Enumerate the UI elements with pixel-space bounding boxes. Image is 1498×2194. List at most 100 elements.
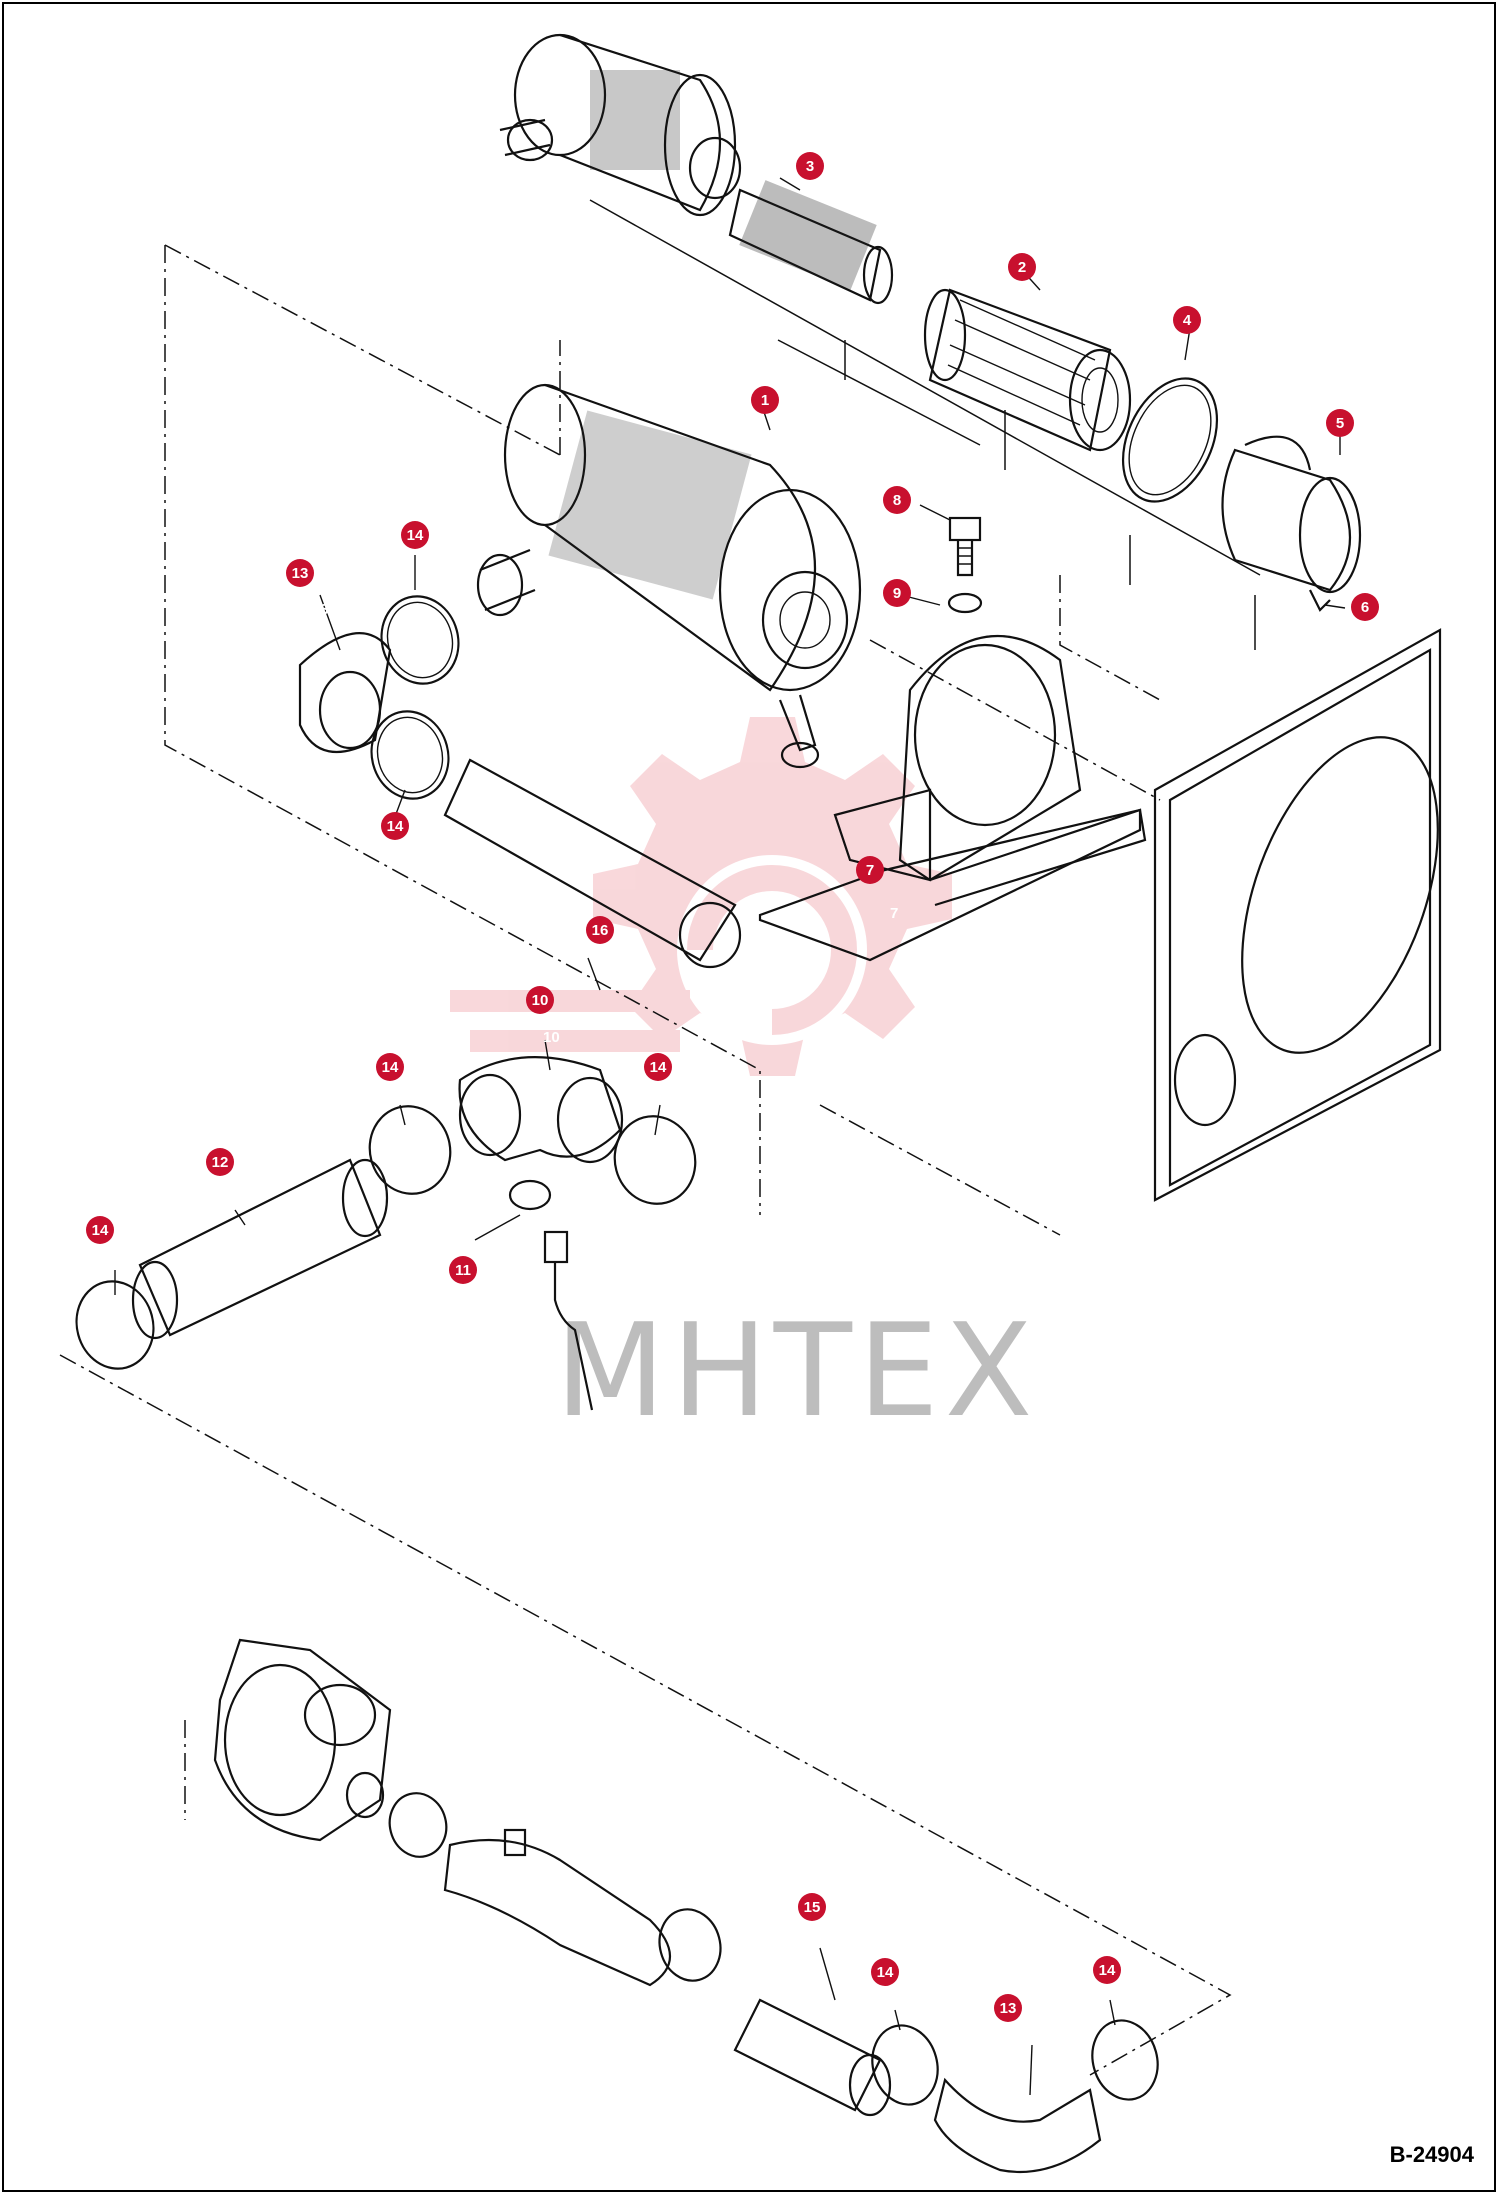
callout-disc — [381, 812, 409, 840]
callout-label: 13 — [292, 565, 309, 582]
callout-13: 13 13 — [286, 559, 329, 618]
callout-label: 11 — [455, 1262, 471, 1279]
callout-8: 88 — [883, 486, 918, 534]
drawing-number: B-24904 — [1389, 2142, 1474, 2167]
callout-disc — [376, 1053, 404, 1081]
callout-4: 44 — [1173, 306, 1201, 356]
callout-label: 9 — [893, 585, 901, 602]
callout-9: 99 — [883, 579, 913, 624]
callout-label: 14 — [387, 818, 404, 835]
mounting-bracket — [833, 635, 1147, 907]
callout-2: 2 — [1008, 253, 1036, 281]
callout-label: 12 — [212, 1154, 229, 1171]
callout-label: 4 — [1183, 312, 1192, 329]
callout-label: 14 — [407, 527, 424, 544]
item-number: 15 — [818, 1933, 835, 1950]
callouts: 1123344556677889910101111121213131414141… — [86, 152, 1379, 2046]
callout-disc — [86, 1216, 114, 1244]
callout-14: 14 14 — [376, 1053, 412, 1104]
callout-disc — [856, 856, 884, 884]
item-number: 16 — [602, 959, 619, 976]
air-tube — [75, 1158, 389, 1370]
callout-14: 14 14 — [871, 1958, 907, 2009]
callout-label: 2 — [1018, 259, 1026, 276]
assembly-lines — [59, 199, 1261, 2076]
callout-6: 66 — [1322, 593, 1379, 632]
callout-label: 7 — [866, 862, 874, 879]
callout-label: 14 — [877, 1964, 894, 1981]
callout-disc — [644, 1053, 672, 1081]
item-number: 14 — [662, 1087, 679, 1104]
item-number: 12 — [232, 1182, 249, 1199]
callout-disc — [401, 521, 429, 549]
callout-label: 13 — [1000, 2000, 1017, 2017]
callout-label: 14 — [382, 1059, 399, 1076]
callout-label: 6 — [1361, 599, 1369, 616]
item-number: 3 — [826, 183, 834, 200]
flat-washer — [947, 592, 983, 614]
item-number: 6 — [1322, 615, 1330, 632]
end-cover — [1221, 435, 1362, 612]
callout-disc — [586, 916, 614, 944]
callout-label: 3 — [806, 158, 814, 175]
callout-disc — [751, 386, 779, 414]
callout-14: 14 14 — [86, 1216, 121, 1272]
item-number: 9 — [905, 607, 913, 624]
callout-disc — [206, 1148, 234, 1176]
item-number: 13 — [312, 601, 329, 618]
item-number: 8 — [910, 517, 918, 534]
upper-clamps-and-hoses — [298, 595, 742, 969]
item-number: 11 — [472, 1293, 488, 1310]
item-number: 14 — [890, 1992, 907, 2009]
callout-disc — [994, 1994, 1022, 2022]
callout-14: 14 — [381, 812, 409, 840]
callout-label: 16 — [592, 922, 609, 939]
item-number: 14 — [104, 1255, 121, 1272]
inner-filter-element — [728, 180, 894, 305]
outer-filter-element — [923, 288, 1132, 452]
callout-disc — [526, 986, 554, 1014]
watermark-gear-icon — [450, 717, 952, 1076]
item-number: 14 — [1112, 1992, 1129, 2009]
main-air-cleaner-housing — [476, 383, 862, 769]
item-number: 7 — [890, 905, 898, 922]
seal-ring — [1121, 377, 1219, 503]
item-number: 14 — [395, 1087, 412, 1104]
callout-disc — [1351, 593, 1379, 621]
callout-5: 55 — [1326, 409, 1356, 456]
callout-14: 14 14 — [401, 521, 437, 574]
callout-3: 33 — [796, 152, 834, 200]
leader-lines — [114, 177, 1346, 2096]
callout-1: 11 — [751, 386, 779, 434]
item-number: 10 — [543, 1029, 560, 1046]
callout-label: 5 — [1336, 415, 1344, 432]
callout-disc — [1008, 253, 1036, 281]
lower-intake-assembly — [213, 1638, 1159, 2174]
callout-disc — [286, 559, 314, 587]
callout-label: 14 — [92, 1222, 109, 1239]
callout-disc — [883, 486, 911, 514]
item-number: 14 — [420, 557, 437, 574]
callout-14: 14 14 — [1093, 1956, 1129, 2009]
callout-label: 14 — [1099, 1962, 1116, 1979]
watermark-text: MHTEX — [555, 1297, 1038, 1446]
mounting-bolt — [948, 516, 982, 577]
item-number: 1 — [770, 417, 778, 434]
callout-label: 1 — [761, 392, 769, 409]
callout-disc — [883, 579, 911, 607]
callout-disc — [871, 1958, 899, 1986]
callout-disc — [1326, 409, 1354, 437]
air-filter-housing-top — [499, 33, 742, 217]
callout-disc — [1093, 1956, 1121, 1984]
item-number: 5 — [1348, 439, 1356, 456]
mounting-plate — [758, 628, 1442, 1202]
callout-label: 10 — [532, 992, 549, 1009]
